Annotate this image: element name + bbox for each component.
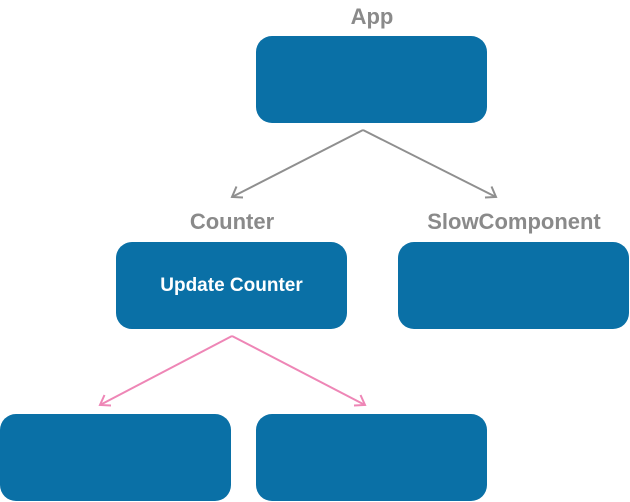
child-left-node: [0, 414, 231, 501]
counter-title: Counter: [189, 209, 275, 234]
child-right-node: [256, 414, 487, 501]
app-node: [256, 36, 487, 123]
counter-node: Update Counter: [116, 242, 347, 329]
slow-component-title: SlowComponent: [427, 209, 601, 234]
edge-counter-to-child-right: [231, 335, 367, 407]
app-title: App: [350, 4, 394, 29]
edge-counter-to-child-left: [98, 335, 233, 407]
slow-component-node: [398, 242, 629, 329]
edge-app-to-counter: [230, 129, 364, 199]
edge-app-to-slow-component: [362, 129, 498, 199]
